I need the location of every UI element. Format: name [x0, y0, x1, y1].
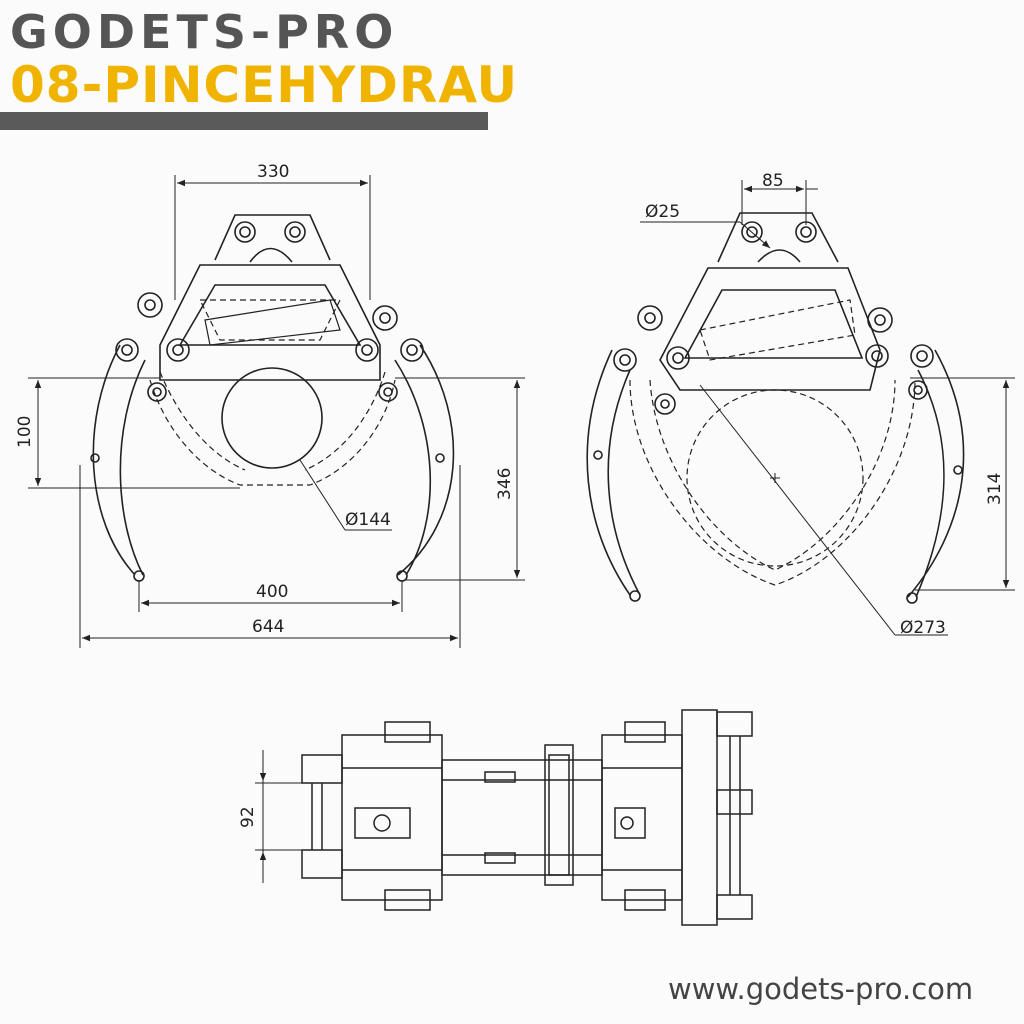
view1-dimensions: [28, 175, 525, 648]
dim-d273: Ø273: [900, 618, 946, 638]
header-bar: [0, 112, 488, 130]
closed-jaws-dashed: [629, 299, 916, 586]
dim-644: 644: [252, 617, 284, 637]
dim-400: 400: [256, 582, 288, 602]
top-view: [301, 709, 753, 926]
dim-330: 330: [257, 162, 289, 182]
view2-dim-labels: 85 Ø25 314 Ø273: [645, 171, 1005, 638]
dim-d144: Ø144: [345, 510, 391, 530]
brand-title: GODETS-PRO: [10, 5, 399, 59]
dim-85: 85: [762, 171, 784, 191]
dim-346: 346: [495, 468, 515, 500]
front-view-open: [586, 212, 965, 604]
log-circle-144: [221, 367, 323, 469]
top-view-dimensions: [255, 750, 305, 883]
dim-d25: Ø25: [645, 202, 680, 222]
open-jaws-dashed: [149, 299, 396, 486]
product-title: 08-PINCEHYDRAU: [10, 56, 519, 114]
front-view-closed: [90, 214, 455, 582]
dim-314: 314: [985, 473, 1005, 505]
dim-100: 100: [15, 416, 35, 448]
website-url: www.godets-pro.com: [668, 972, 974, 1006]
view1-dim-labels: 330 100 346 Ø144 400 644: [15, 162, 515, 637]
view2-dimensions: [640, 180, 1015, 636]
dim-92: 92: [238, 806, 258, 828]
